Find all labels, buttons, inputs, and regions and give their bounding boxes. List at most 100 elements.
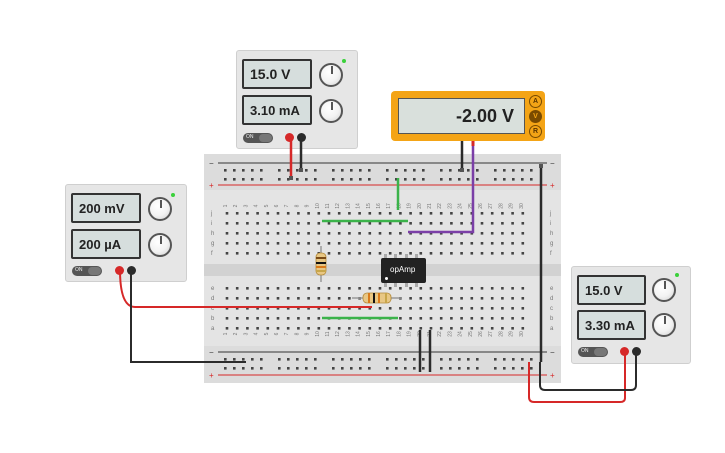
hole [246,212,249,215]
hole [439,222,443,225]
breadboard-holes[interactable]: −−++−−++11223344556677889910101111121213… [204,154,561,383]
rail-hole [449,358,452,361]
column-label: 13 [345,203,351,209]
hole [348,287,351,290]
column-label: 2 [233,332,239,335]
hole [286,297,290,300]
column-label: 11 [325,203,331,208]
hole [419,297,423,300]
rail-hole [251,358,254,361]
hole [297,297,300,300]
power-supply-left: 200 mV 200 µA [65,184,187,282]
rail-hole [467,358,470,361]
hole [317,327,321,330]
current-display: 3.10 mA [242,95,312,125]
hole [409,327,412,330]
hole [348,307,351,310]
rail-hole [287,358,290,361]
hole [317,212,321,215]
hole [337,327,341,330]
hole [480,252,484,255]
voltage-knob-icon[interactable] [319,63,343,87]
hole [297,252,300,255]
hole [439,287,443,290]
hole [256,252,259,255]
hole [419,327,423,330]
hole [501,232,504,235]
mode-voltmeter-button[interactable]: V [529,110,542,123]
rail-hole [287,169,290,172]
rail-hole [305,178,308,181]
hole [307,212,310,215]
current-readout: 200 µA [79,236,122,252]
hole [388,252,392,255]
mode-ammeter-button[interactable]: A [529,95,542,108]
hole [429,317,433,320]
row-label: i [211,221,212,227]
hole [490,252,494,255]
rail-hole [242,169,245,172]
negative-terminal-icon[interactable] [297,133,306,142]
rail-hole [467,178,470,181]
hole [511,212,514,215]
rail-hole [458,169,461,172]
hole [470,252,474,255]
positive-terminal-icon[interactable] [620,347,629,356]
mode-ohmmeter-button[interactable]: R [529,125,542,138]
row-label: j [210,211,212,217]
column-label: 17 [386,203,392,209]
voltage-knob-icon[interactable] [652,278,676,302]
power-switch-icon[interactable] [72,266,102,276]
rail-hole [422,178,425,181]
opamp-chip[interactable]: opAmp [381,258,426,283]
hole [399,297,402,300]
hole [511,222,514,225]
current-readout: 3.10 mA [250,102,300,118]
hole [409,287,412,290]
hole [235,317,239,320]
positive-terminal-icon[interactable] [115,266,124,275]
rail-hole [386,367,389,370]
rail-hole [242,367,245,370]
current-knob-icon[interactable] [148,233,172,257]
voltage-knob-icon[interactable] [148,197,172,221]
hole [439,307,443,310]
hole [378,287,382,290]
hole [490,212,494,215]
hole [317,242,321,245]
rail-hole [260,178,263,181]
hole [388,297,392,300]
voltage-display: 15.0 V [242,59,312,89]
negative-terminal-icon[interactable] [127,266,136,275]
rail-hole [287,178,290,181]
hole [307,317,310,320]
hole [480,327,484,330]
current-knob-icon[interactable] [652,313,676,337]
hole [439,297,443,300]
power-switch-icon[interactable] [243,133,273,143]
power-switch-icon[interactable] [578,347,608,357]
negative-terminal-icon[interactable] [632,347,641,356]
rail-hole [449,367,452,370]
rail-hole [233,367,236,370]
hole [368,242,372,245]
column-label: 12 [335,203,341,209]
hole [317,287,321,290]
row-label: f [550,251,552,257]
hole [327,297,331,300]
column-label: 27 [488,203,494,209]
rail-hole [260,367,263,370]
rail-hole [359,169,362,172]
hole [317,252,321,255]
positive-terminal-icon[interactable] [285,133,294,142]
hole [368,327,372,330]
hole [368,232,372,235]
hole [368,307,372,310]
hole [399,327,402,330]
rail-hole [467,367,470,370]
hole [225,327,229,330]
rail-hole [413,358,416,361]
hole [450,242,453,245]
current-knob-icon[interactable] [319,99,343,123]
hole [327,287,331,290]
